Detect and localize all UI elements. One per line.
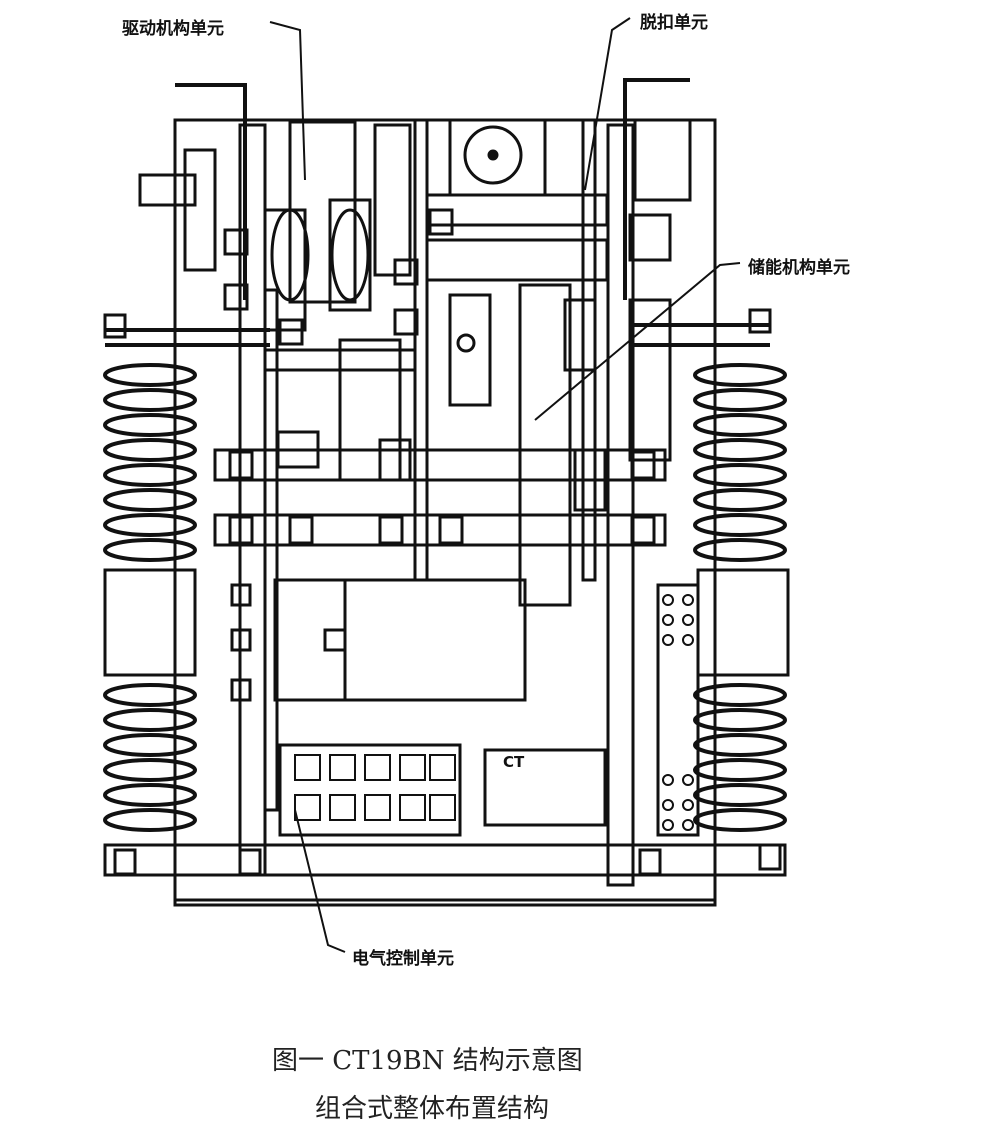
- nuts: [103, 208, 782, 876]
- leader-control: [294, 809, 346, 953]
- right-hook: [623, 78, 690, 300]
- leader-trip: [584, 17, 631, 191]
- right-damper: [696, 568, 790, 677]
- closing-coil-block: [273, 578, 527, 702]
- left-hook: [175, 83, 247, 300]
- center-plate-left: [413, 118, 429, 582]
- nameplate-text: CT: [503, 753, 525, 771]
- left-upper-spring: [103, 328, 270, 562]
- label-trip-unit: 脱扣单元: [640, 13, 708, 33]
- label-energy-storage-unit: 储能机构单元: [748, 258, 850, 278]
- right-upper-spring: [630, 323, 787, 562]
- shaft-upper: [213, 448, 667, 482]
- label-drive-unit: 驱动机构单元: [122, 19, 224, 39]
- left-damper: [103, 568, 197, 677]
- leader-drive: [269, 21, 306, 181]
- right-side-plate: [606, 123, 635, 887]
- bottom-bar: [103, 843, 787, 877]
- leader-storage: [534, 262, 741, 421]
- indicator-strip: [656, 583, 700, 837]
- left-lower-spring: [103, 683, 197, 832]
- shaft-lower: [213, 513, 667, 547]
- caption-title: 图一 CT19BN 结构示意图: [272, 1046, 583, 1076]
- terminal-block: [278, 743, 462, 837]
- nameplate-frame: [483, 748, 607, 827]
- caption-subtitle: 组合式整体布置结构: [315, 1094, 550, 1124]
- left-inner-plate: [263, 288, 279, 812]
- right-lower-spring: [693, 683, 787, 832]
- label-electrical-control-unit: 电气控制单元: [352, 949, 454, 969]
